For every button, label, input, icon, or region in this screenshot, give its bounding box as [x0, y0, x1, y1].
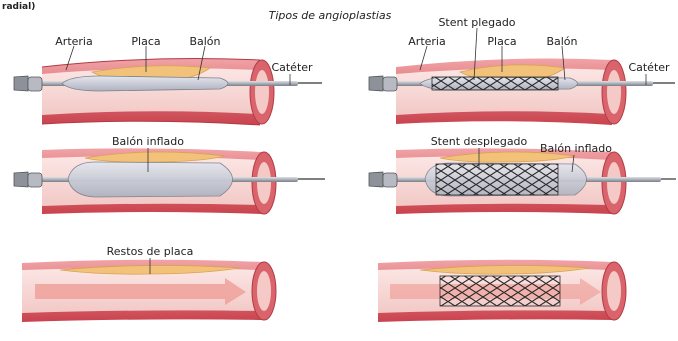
label-arteria-left: Arteria — [55, 35, 92, 48]
label-cateter-right: Catéter — [628, 61, 670, 74]
label-balon-inflado-right: Balón inflado — [540, 142, 612, 155]
figure-title: Tipos de angioplastias — [269, 9, 392, 22]
deployed-stent — [436, 164, 558, 195]
panel-right-bottom — [378, 260, 626, 322]
label-placa-right: Placa — [487, 35, 516, 48]
label-cateter-left: Catéter — [271, 61, 313, 74]
implanted-stent — [440, 276, 560, 306]
panel-left-mid — [14, 148, 325, 214]
label-stent-desplegado: Stent desplegado — [431, 135, 528, 148]
label-balon-right: Balón — [546, 35, 577, 48]
label-balon-left: Balón — [189, 35, 220, 48]
panel-right-mid — [369, 148, 676, 214]
folded-stent — [432, 77, 558, 90]
balloon-inflated — [68, 162, 233, 197]
label-placa-left: Placa — [131, 35, 160, 48]
panel-left-bottom — [22, 260, 276, 322]
label-stent-plegado: Stent plegado — [438, 16, 515, 29]
label-arteria-right: Arteria — [408, 35, 445, 48]
balloon — [62, 76, 228, 91]
corner-caption: radial) — [2, 2, 35, 12]
label-restos-placa: Restos de placa — [107, 245, 194, 258]
label-balon-inflado-left: Balón inflado — [112, 135, 184, 148]
